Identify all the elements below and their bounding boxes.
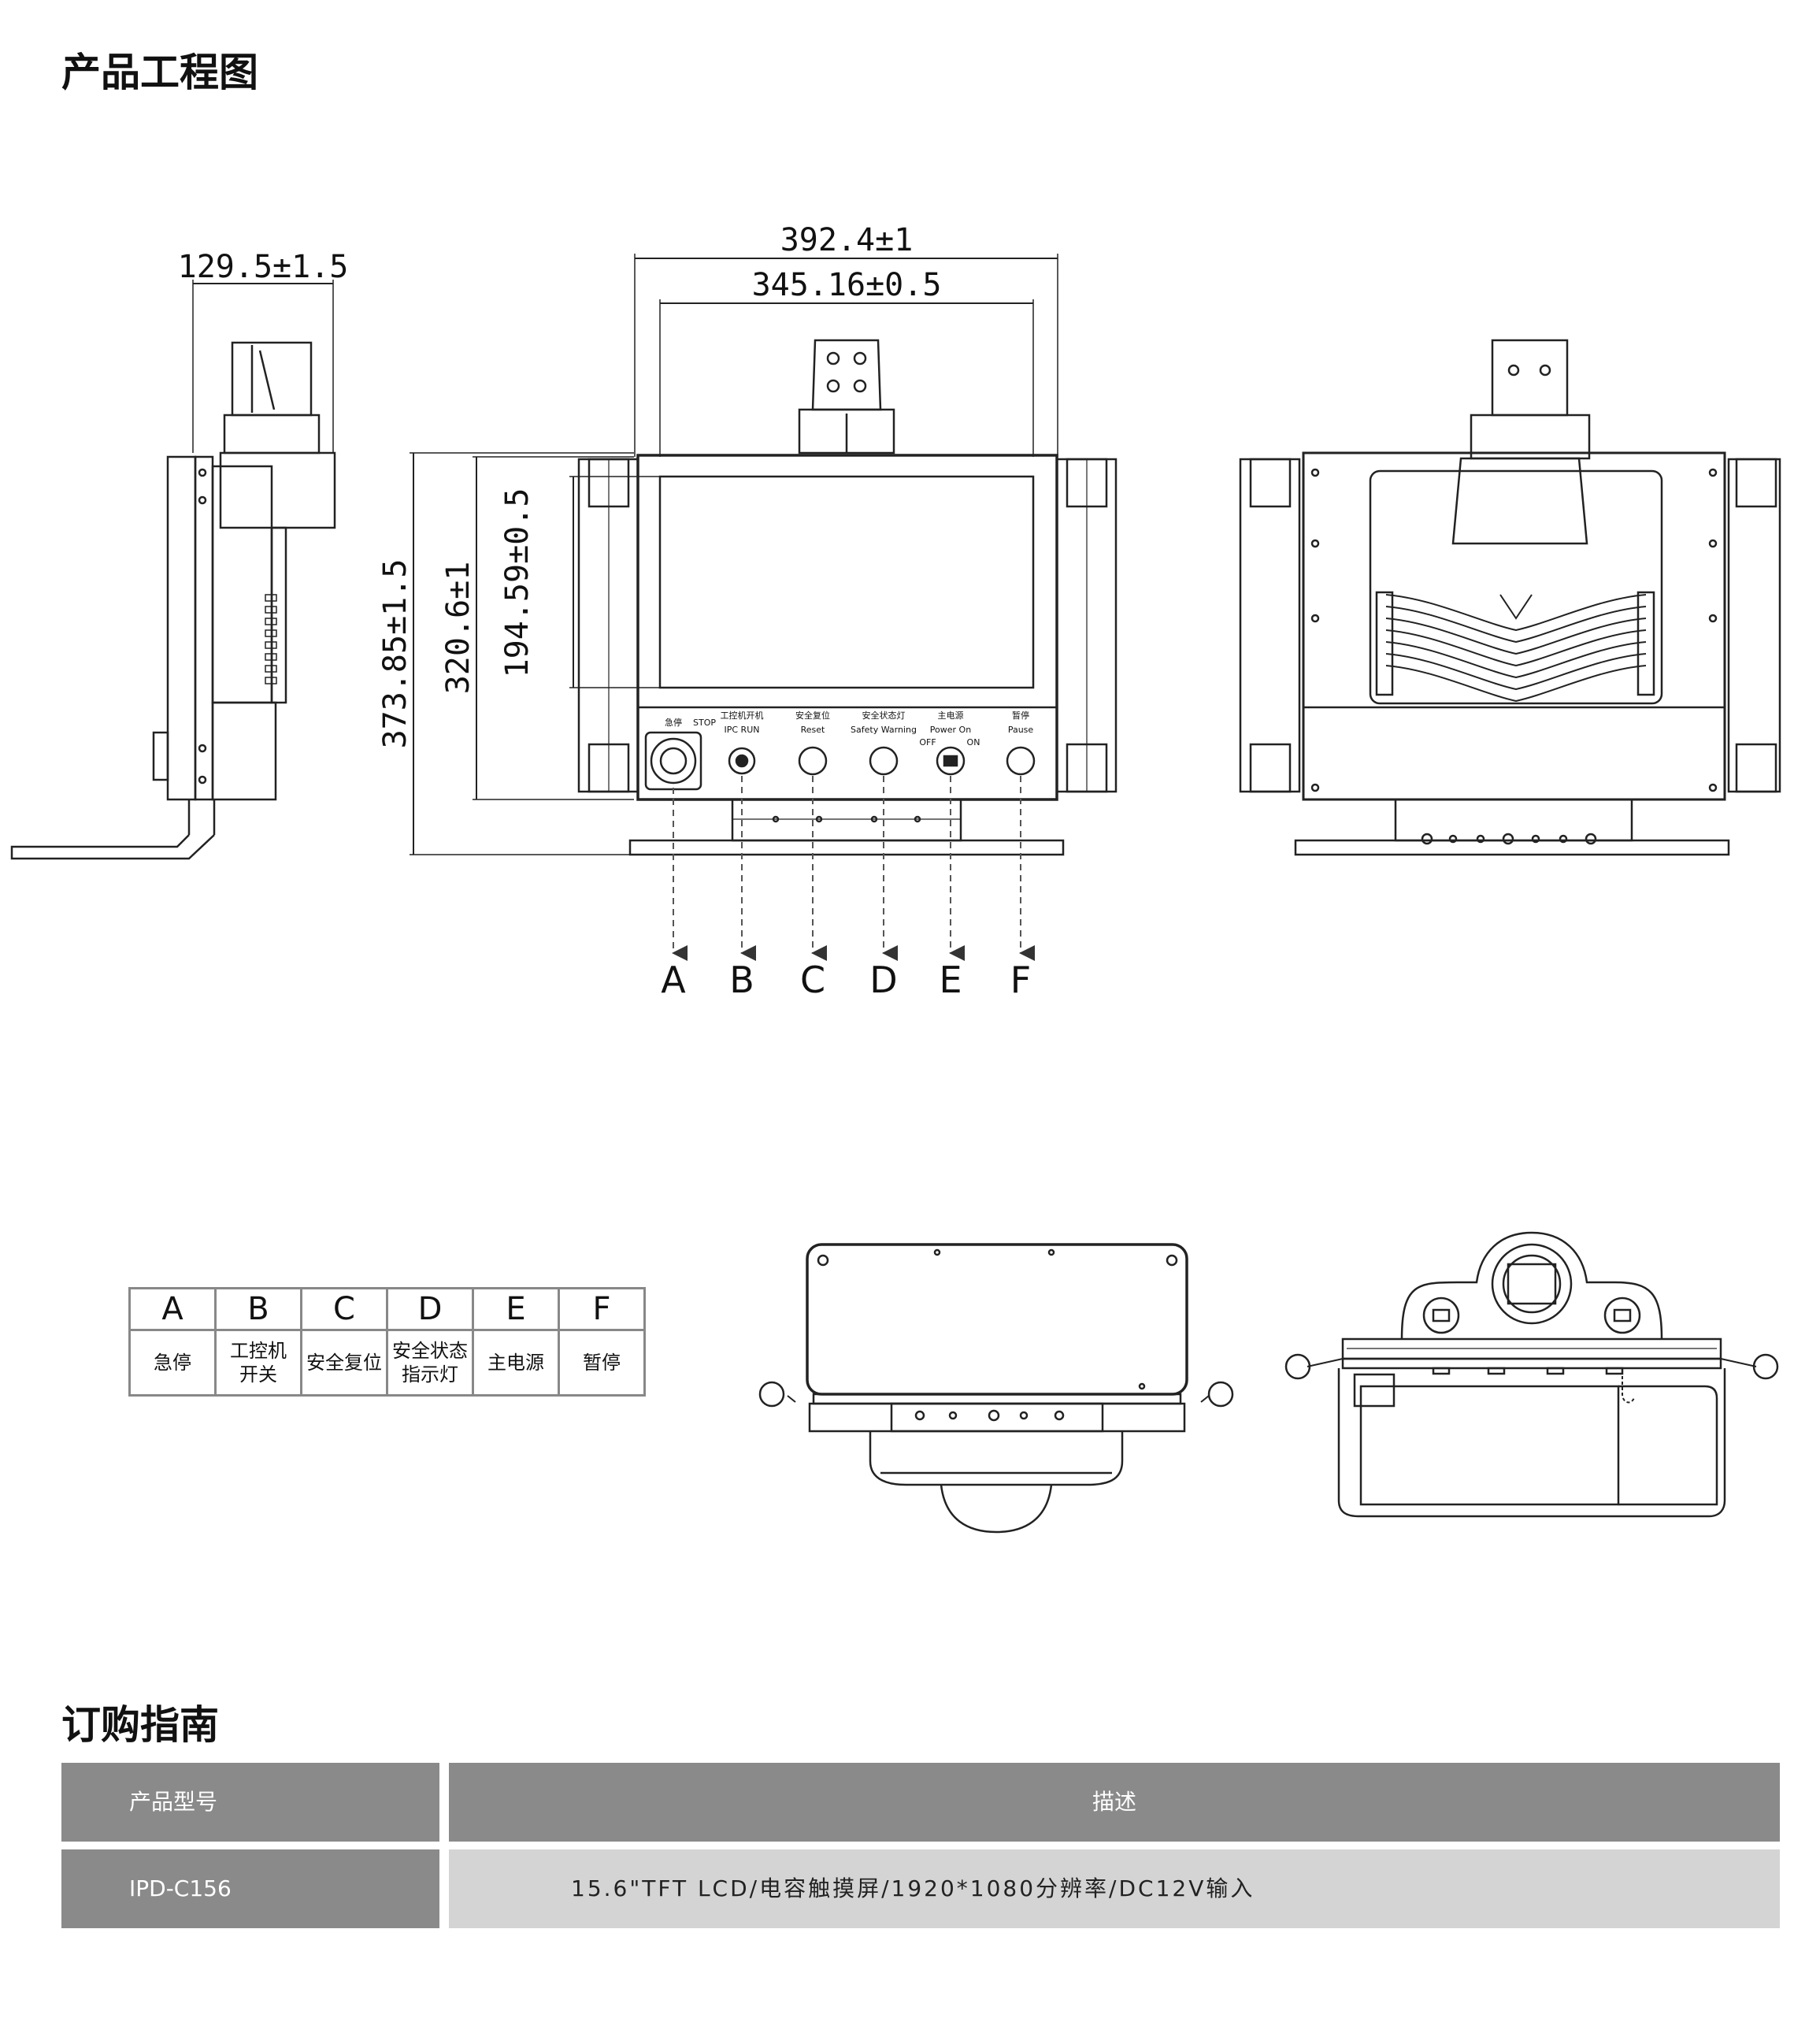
legend-letter-b: B <box>214 1287 302 1331</box>
silk-on: ON <box>967 737 980 747</box>
legend-name-e: 主电源 <box>472 1329 560 1397</box>
silk-cn-a: 急停 <box>665 717 682 728</box>
silk-en-d: Safety Warning <box>851 725 917 735</box>
silk-cn-b: 工控机开机 <box>721 710 764 721</box>
legend-name-a: 急停 <box>128 1329 217 1397</box>
dim-front-total-width: 392.4±1 <box>780 222 914 258</box>
cell-model: IPD-C156 <box>61 1849 439 1928</box>
button-silkscreen-labels: 急停 STOP 工控机开机 IPC RUN 安全复位 Reset 安全状态灯 S… <box>665 710 1033 747</box>
legend-name-c-line1: 安全复位 <box>306 1352 382 1374</box>
silk-en-c: Reset <box>801 725 825 735</box>
front-view <box>410 254 1118 961</box>
legend-name-b-line2: 开关 <box>239 1363 277 1386</box>
legend-letter-d: D <box>386 1287 474 1331</box>
silk-off: OFF <box>919 737 936 747</box>
callout-c: C <box>800 959 825 1001</box>
legend-name-b: 工控机开关 <box>214 1329 302 1397</box>
legend-name-d-line2: 指示灯 <box>402 1363 458 1386</box>
legend-letter-f: F <box>558 1287 646 1331</box>
header-description: 描述 <box>449 1763 1780 1842</box>
dim-panel-height: 320.6±1 <box>440 562 476 695</box>
dim-side-depth: 129.5±1.5 <box>178 249 349 285</box>
legend-name-d: 安全状态指示灯 <box>386 1329 474 1397</box>
callout-f: F <box>1010 959 1031 1001</box>
legend-name-e-line1: 主电源 <box>487 1352 544 1374</box>
button-legend-table: A B C D E F 急停 工控机开关 安全复位 安全状态指示灯 主电源 暂停 <box>128 1287 646 1397</box>
callout-b: B <box>729 959 754 1001</box>
silk-cn-d: 安全状态灯 <box>862 710 906 721</box>
section-title-engineering: 产品工程图 <box>61 50 258 95</box>
legend-name-a-line1: 急停 <box>154 1352 191 1374</box>
side-view <box>10 280 336 860</box>
legend-name-b-line1: 工控机 <box>230 1340 287 1362</box>
top-view <box>758 1243 1234 1534</box>
section-title-ordering: 订购指南 <box>61 1702 219 1748</box>
table-row: IPD-C156 15.6"TFT LCD/电容触摸屏/1920*1080分辨率… <box>61 1849 1780 1928</box>
rear-view <box>1239 339 1781 856</box>
dim-front-inner-width: 345.16±0.5 <box>752 267 942 303</box>
silk-cn-c: 安全复位 <box>795 710 830 721</box>
callout-a: A <box>661 959 686 1001</box>
dim-screen-height: 194.59±0.5 <box>499 488 536 678</box>
ordering-table-header: 产品型号 描述 <box>61 1763 1780 1842</box>
dim-total-height: 373.85±1.5 <box>377 559 413 749</box>
cell-description: 15.6"TFT LCD/电容触摸屏/1920*1080分辨率/DC12V输入 <box>449 1849 1780 1928</box>
callout-d: D <box>869 959 897 1001</box>
silk-cn-e: 主电源 <box>938 710 964 721</box>
header-model: 产品型号 <box>61 1763 439 1842</box>
legend-name-f: 暂停 <box>558 1329 646 1397</box>
bottom-view <box>1284 1231 1779 1518</box>
silk-en-b: IPC RUN <box>725 725 760 735</box>
legend-name-f-line1: 暂停 <box>583 1352 621 1374</box>
silk-en-e: Power On <box>930 725 971 735</box>
silk-en-f: Pause <box>1008 725 1034 735</box>
callout-e: E <box>939 959 962 1001</box>
silk-cn-f: 暂停 <box>1012 710 1029 721</box>
legend-name-c: 安全复位 <box>300 1329 388 1397</box>
silk-en-a: STOP <box>693 718 716 728</box>
legend-name-d-line1: 安全状态 <box>392 1340 468 1362</box>
legend-letter-a: A <box>128 1287 217 1331</box>
legend-letter-e: E <box>472 1287 560 1331</box>
legend-letter-c: C <box>300 1287 388 1331</box>
